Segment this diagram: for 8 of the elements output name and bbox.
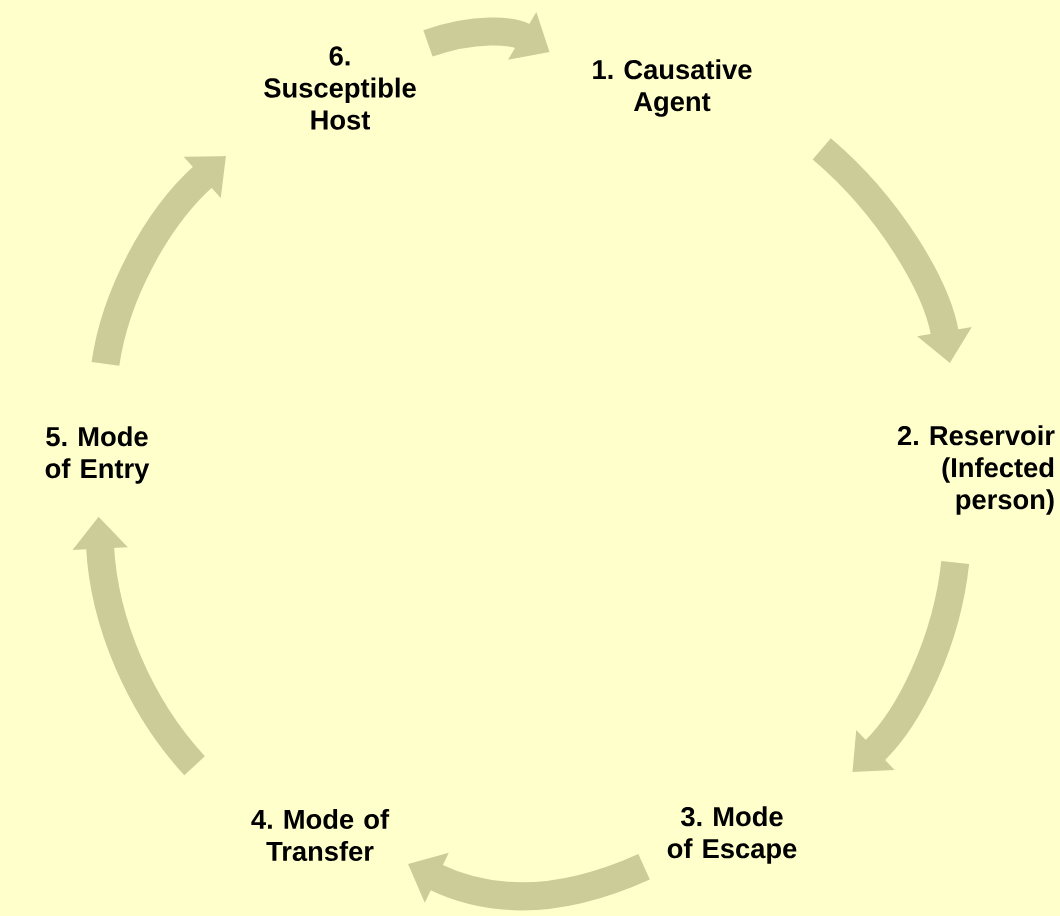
cycle-arrow: [91, 156, 226, 367]
step-label: 5. Mode of Entry: [45, 426, 150, 484]
step-label: 1. Causative Agent: [593, 59, 752, 117]
step-label: 4. Mode of Transfer: [251, 808, 390, 862]
cycle-arrow: [852, 560, 970, 772]
step-label: 6. Susceptible Host: [264, 46, 416, 130]
step-label: 2. Reservoir (Infected person): [897, 425, 1055, 515]
step-label: 3. Mode of Escape: [667, 806, 797, 864]
